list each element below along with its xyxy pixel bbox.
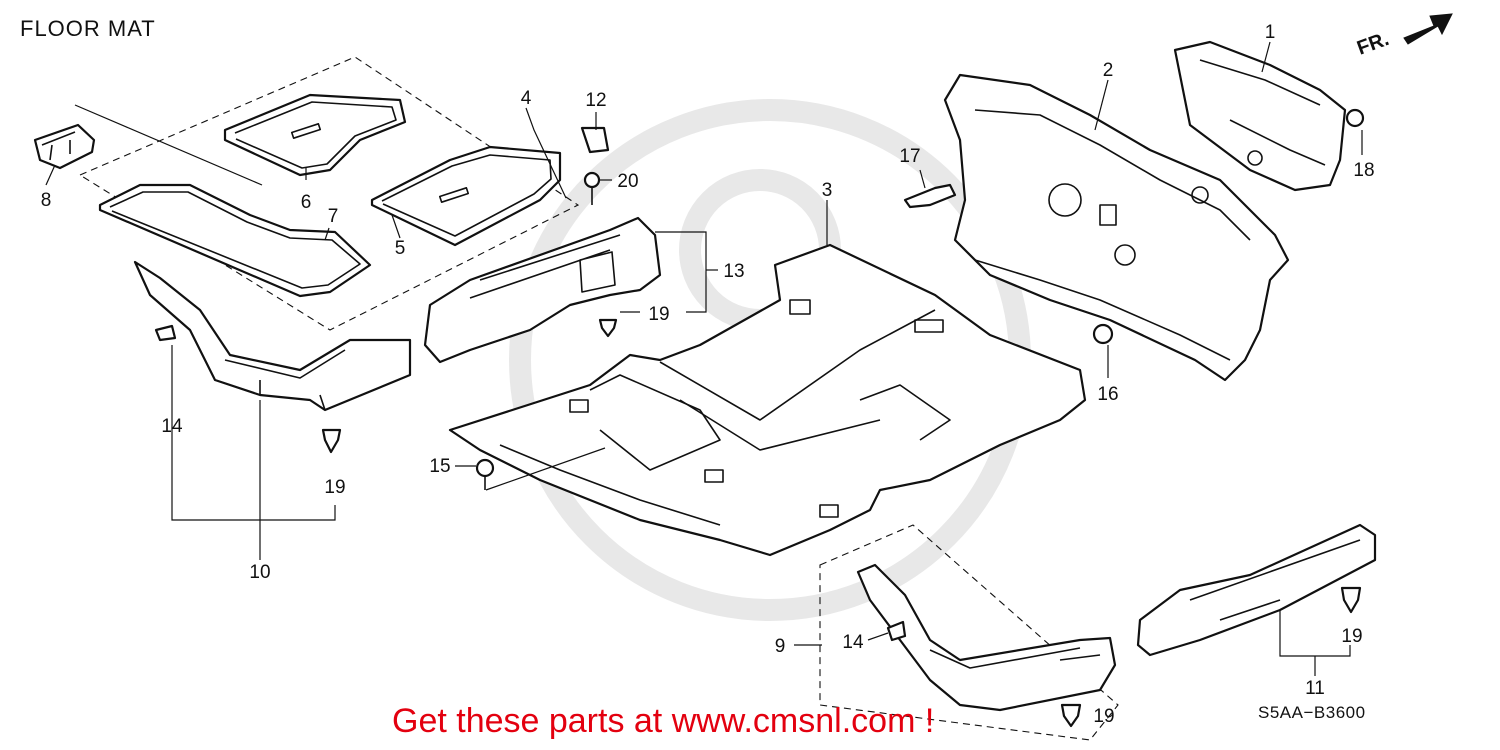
diagram-code: S5AA−B3600 xyxy=(1258,703,1366,722)
callout-5: 5 xyxy=(395,238,406,259)
callout-7: 7 xyxy=(328,206,339,227)
callout-labels: 1 2 3 4 5 6 7 8 9 10 11 12 13 14 14 15 1… xyxy=(41,22,1375,727)
part-19-clip-a xyxy=(598,318,618,338)
arrow-icon xyxy=(1403,13,1453,45)
part-19-clip-d xyxy=(1060,703,1082,728)
callout-2: 2 xyxy=(1103,60,1114,81)
part-14-clip-front xyxy=(886,620,907,642)
callout-6: 6 xyxy=(301,192,312,213)
leader-lines xyxy=(45,41,1363,676)
page-title: FLOOR MAT xyxy=(20,16,156,41)
part-15-fastener xyxy=(475,458,495,490)
callout-18: 18 xyxy=(1353,160,1374,181)
callout-19-b: 19 xyxy=(324,477,345,498)
part-17-clip xyxy=(903,183,957,209)
callout-19-d: 19 xyxy=(1093,706,1114,727)
callout-12: 12 xyxy=(585,90,606,111)
part-10-trim xyxy=(133,260,412,412)
part-13-trim xyxy=(423,216,662,364)
part-2-dash-insulator xyxy=(943,73,1290,382)
callout-8: 8 xyxy=(41,190,52,211)
callout-11: 11 xyxy=(1305,678,1325,699)
callout-20: 20 xyxy=(617,171,638,192)
callout-4: 4 xyxy=(521,88,532,109)
callout-9: 9 xyxy=(775,636,786,657)
part-20-screw xyxy=(583,171,601,205)
part-6-mat xyxy=(223,93,407,177)
fr-label: FR. xyxy=(1354,28,1392,60)
callout-10: 10 xyxy=(249,562,270,583)
part-19-clip-c xyxy=(1340,586,1362,614)
callout-16: 16 xyxy=(1097,384,1118,405)
promo-banner-link[interactable]: Get these parts at www.cmsnl.com ! xyxy=(392,702,935,740)
part-8-bracket xyxy=(33,123,96,170)
mat-set-group-box xyxy=(78,56,580,331)
part-18-grommet xyxy=(1345,108,1365,128)
part-9-kick-panel xyxy=(856,563,1117,712)
part-7-mat xyxy=(98,183,372,298)
part-19-clip-b xyxy=(321,428,342,454)
part-12-clip xyxy=(580,126,610,154)
callout-17: 17 xyxy=(899,146,920,167)
part-3-floor-carpet xyxy=(448,243,1087,557)
callout-13: 13 xyxy=(723,261,744,282)
callout-3: 3 xyxy=(822,180,833,201)
callout-19-a: 19 xyxy=(648,304,669,325)
callout-19-c: 19 xyxy=(1341,626,1362,647)
callout-14-rear: 14 xyxy=(161,416,183,437)
callout-15: 15 xyxy=(429,456,450,477)
callout-14-front: 14 xyxy=(842,632,864,653)
part-11-sill-trim xyxy=(1136,523,1377,657)
callout-1: 1 xyxy=(1265,22,1276,43)
part-5-mat xyxy=(370,145,562,247)
kick-panel-group-box xyxy=(819,524,1119,741)
part-16-grommet xyxy=(1092,323,1114,345)
front-direction-marker: FR. xyxy=(1354,13,1453,60)
part-14-clip-rear xyxy=(154,324,177,342)
part-1-insulator xyxy=(1173,40,1347,192)
